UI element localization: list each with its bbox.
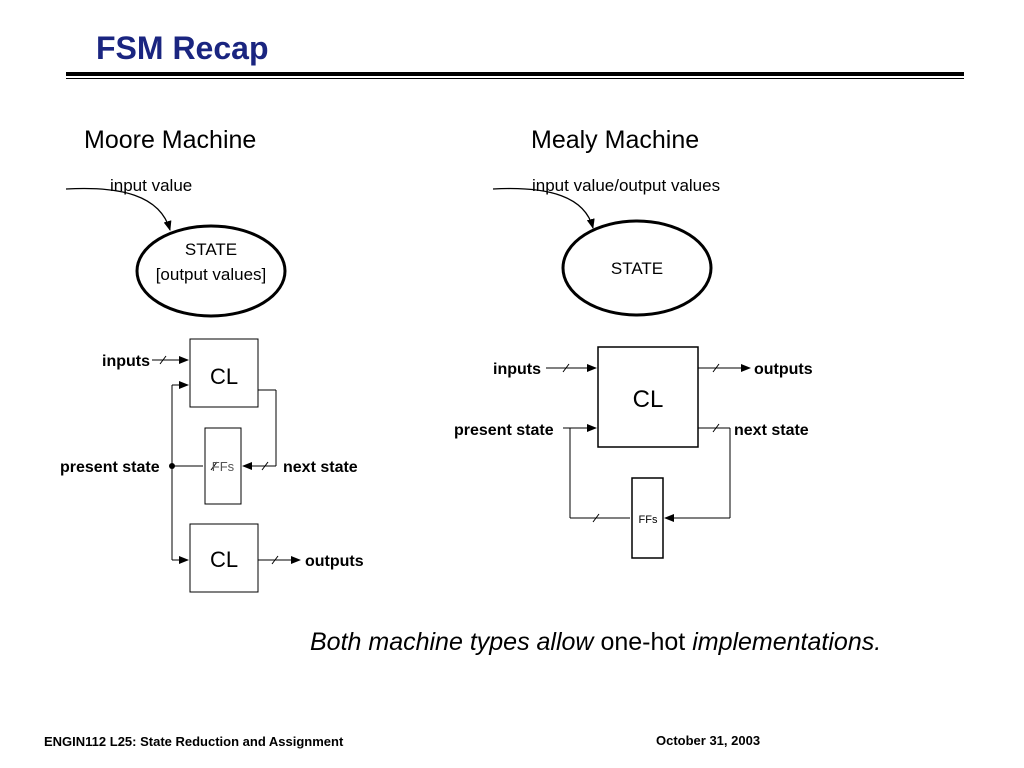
slide-title: FSM Recap (96, 30, 269, 66)
mealy-input-arc (492, 187, 595, 229)
moore-inputs-label: inputs (102, 353, 150, 370)
mealy-ffs-label: FFs (639, 514, 658, 526)
mealy-inputs-label: inputs (493, 361, 541, 378)
mealy-next-state-label: next state (734, 422, 809, 439)
moore-heading: Moore Machine (84, 126, 257, 154)
footer-course: ENGIN112 L25: State Reduction and Assign… (44, 734, 344, 749)
moore-ffs-label: FFs (212, 459, 235, 474)
title-rule-thin (66, 78, 964, 79)
mealy-block-diagram (546, 346, 751, 559)
moore-present-state-label: present state (60, 459, 160, 476)
mealy-arc-label: input value/output values (532, 176, 721, 195)
moore-cl-top-box (189, 338, 259, 408)
moore-input-arc (65, 187, 172, 231)
moore-state-outputs: [output values] (156, 265, 267, 284)
moore-block-diagram (152, 338, 301, 593)
title-rule (66, 72, 964, 76)
mealy-heading: Mealy Machine (531, 126, 700, 154)
moore-cl-top-label: CL (210, 364, 238, 389)
moore-arc-label: input value (110, 176, 193, 195)
caption-part3: implementations. (692, 628, 882, 656)
footer-date: October 31, 2003 (656, 733, 761, 748)
mealy-present-state-label: present state (454, 422, 554, 439)
caption: Both machine types allow one-hot impleme… (310, 628, 881, 657)
mealy-ffs-box (631, 477, 664, 559)
moore-state-name: STATE (185, 240, 237, 259)
moore-cl-bottom-box (189, 523, 259, 593)
caption-part2: one-hot (600, 628, 686, 656)
mealy-outputs-label: outputs (754, 361, 813, 378)
moore-state-node (135, 224, 287, 318)
moore-outputs-label: outputs (305, 553, 364, 570)
mealy-state-name: STATE (611, 259, 663, 278)
mealy-cl-box (597, 346, 699, 448)
moore-cl-bottom-label: CL (210, 547, 238, 572)
moore-junction-dot (169, 463, 175, 469)
mealy-state-node (561, 219, 713, 317)
moore-ffs-box (204, 427, 242, 505)
moore-next-state-label: next state (283, 459, 358, 476)
mealy-cl-label: CL (633, 386, 664, 413)
caption-part1: Both machine types allow (310, 628, 594, 656)
